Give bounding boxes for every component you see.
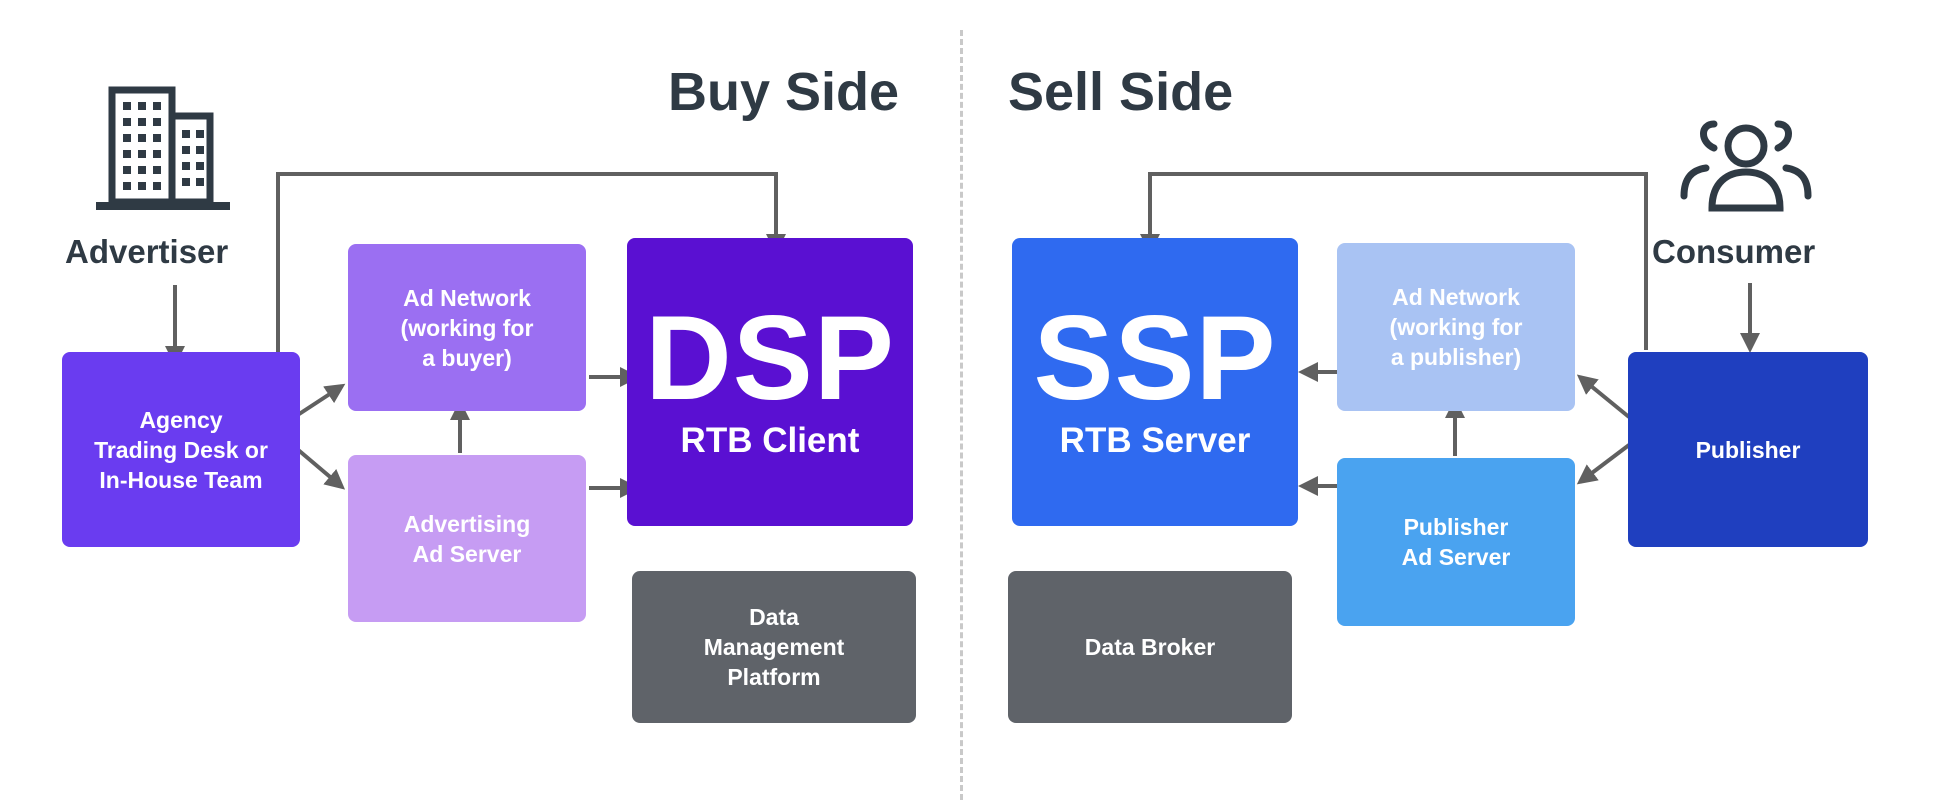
- sell-side-heading: Sell Side: [1008, 62, 1234, 122]
- people-group-icon: [1680, 120, 1812, 212]
- data-broker-box: Data Broker: [1008, 571, 1292, 723]
- data-management-platform-box: Data Management Platform: [632, 571, 916, 723]
- data-management-platform-label: Data Management Platform: [703, 604, 845, 690]
- publisher-ad-server-label: Publisher Ad Server: [1401, 514, 1511, 570]
- ad-network-buyer-label: Ad Network (working for a buyer): [400, 284, 534, 371]
- publisher-label: Publisher: [1695, 436, 1801, 463]
- publisher-ad-server-box: Publisher Ad Server: [1337, 458, 1575, 626]
- arrow-publisher-to-ssp: [1140, 172, 1648, 350]
- arrow-publisher-to-ad-network-publisher: [1576, 374, 1631, 419]
- publisher-box: Publisher: [1628, 352, 1868, 547]
- agency-trading-desk-box: Agency Trading Desk or In-House Team: [62, 352, 300, 547]
- buy-sell-divider: [960, 30, 963, 800]
- advertising-ad-server-label: Advertising Ad Server: [403, 510, 531, 567]
- ssp-title: SSP: [1033, 291, 1277, 425]
- advertising-ad-server-box: Advertising Ad Server: [348, 455, 586, 622]
- ad-network-publisher-box: Ad Network (working for a publisher): [1337, 243, 1575, 411]
- consumer-label: Consumer: [1652, 233, 1816, 270]
- ssp-box: SSP RTB Server: [1012, 238, 1298, 526]
- dsp-box: DSP RTB Client: [627, 238, 913, 526]
- ssp-subtitle: RTB Server: [1059, 421, 1251, 460]
- dsp-title: DSP: [645, 291, 895, 425]
- arrow-publisher-to-publisher-ad-server: [1576, 443, 1631, 485]
- building-icon: [96, 86, 230, 210]
- advertiser-label: Advertiser: [65, 233, 229, 270]
- ad-network-publisher-label: Ad Network (working for a publisher): [1389, 284, 1523, 370]
- buy-side-heading: Buy Side: [668, 62, 900, 122]
- agency-trading-desk-label: Agency Trading Desk or In-House Team: [94, 406, 268, 493]
- dsp-subtitle: RTB Client: [680, 421, 860, 460]
- ad-network-buyer-box: Ad Network (working for a buyer): [348, 244, 586, 411]
- arrow-agency-to-dsp: [276, 172, 786, 352]
- data-broker-label: Data Broker: [1084, 634, 1216, 660]
